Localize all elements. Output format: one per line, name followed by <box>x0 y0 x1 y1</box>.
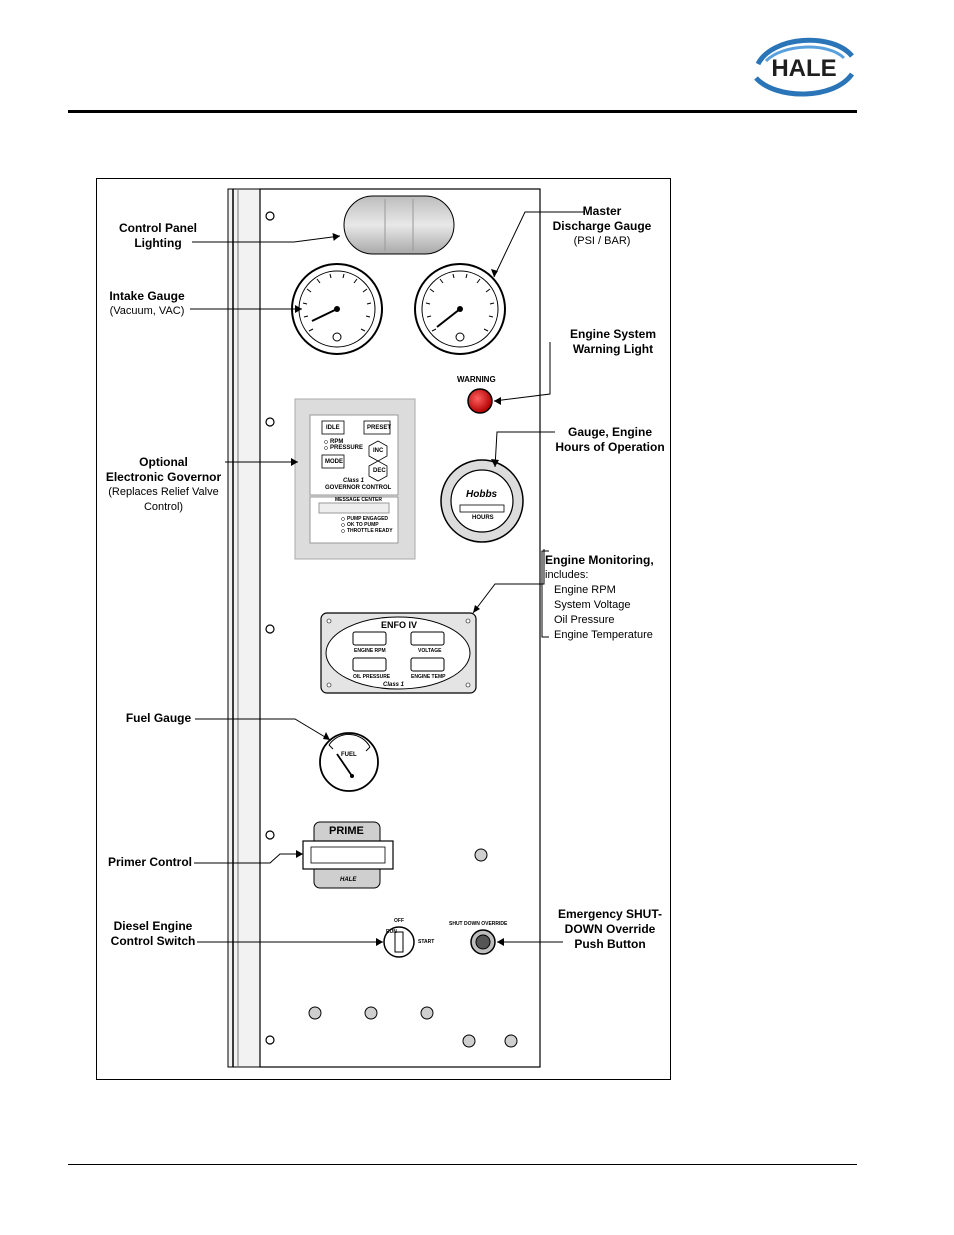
label-engine-monitoring: Engine Monitoring, includes: Engine RPM … <box>545 553 654 641</box>
callout-lines <box>190 211 585 946</box>
governor-pressure: PRESSURE <box>330 445 364 451</box>
governor-rpm: RPM <box>330 439 344 445</box>
panel-light <box>343 195 455 255</box>
shutdown-button-drawing <box>470 929 496 955</box>
logo-text: HALE <box>771 55 836 82</box>
prime-title: PRIME <box>329 825 364 837</box>
governor-dec: DEC <box>373 468 386 474</box>
fuel-gauge-drawing <box>319 732 379 792</box>
label-engine-warning-light: Engine System Warning Light <box>569 327 657 356</box>
enfo-cell-rpm: ENGINE RPM <box>354 648 386 654</box>
label-engine-hours-gauge: Gauge, Engine Hours of Operation <box>555 425 665 454</box>
enfo-cell-oil: OIL PRESSURE <box>353 674 391 680</box>
governor-message-center: MESSAGE CENTER <box>335 497 382 503</box>
prime-brand: HALE <box>340 877 357 883</box>
primer-control-drawing <box>302 821 394 889</box>
governor-preset: PRESET <box>367 425 392 431</box>
discharge-gauge-drawing <box>414 263 506 355</box>
shutdown-override-text: SHUT DOWN OVERRIDE <box>449 921 508 927</box>
fuel-text: FUEL <box>341 752 357 758</box>
label-primer-control: Primer Control <box>107 855 192 869</box>
intake-gauge-drawing <box>291 263 383 355</box>
pump-panel-figure: Control Panel Lighting Master Discharge … <box>96 178 671 1080</box>
governor-led-1: PUMP ENGAGED <box>347 516 389 522</box>
label-control-panel-lighting: Control Panel Lighting <box>118 221 197 250</box>
label-emergency-shutdown: Emergency SHUT- DOWN Override Push Butto… <box>557 907 663 951</box>
governor-brand: Class 1 <box>343 478 365 484</box>
warning-text: WARNING <box>457 375 496 384</box>
governor-control-drawing <box>294 398 416 560</box>
enfo-brand: Class 1 <box>383 682 405 688</box>
hale-logo: HALE <box>752 34 856 98</box>
header-rule <box>68 110 857 113</box>
label-fuel-gauge: Fuel Gauge <box>125 711 192 725</box>
footer-rule <box>68 1164 857 1165</box>
governor-idle: IDLE <box>326 425 340 431</box>
enfo-title: ENFO IV <box>381 620 418 630</box>
switch-run: RUN <box>386 929 397 935</box>
engine-switch-drawing <box>383 926 415 958</box>
warning-light <box>467 388 493 414</box>
enfo-cell-temp: ENGINE TEMP <box>411 674 446 680</box>
panel-drawing <box>190 188 585 1068</box>
governor-title: GOVERNOR CONTROL <box>325 485 392 491</box>
governor-led-2: OK TO PUMP <box>347 522 379 528</box>
switch-start: START <box>418 939 435 945</box>
governor-mode: MODE <box>325 459 343 465</box>
hobbs-meter-drawing <box>440 459 524 543</box>
hobbs-brand: Hobbs <box>466 489 498 500</box>
switch-off: OFF <box>394 918 404 924</box>
governor-inc: INC <box>373 448 384 454</box>
label-intake-gauge: Intake Gauge (Vacuum, VAC) <box>109 289 185 317</box>
enfo-cell-voltage: VOLTAGE <box>418 648 442 654</box>
label-optional-governor: Optional Electronic Governor (Replaces R… <box>105 455 222 513</box>
mounting-holes <box>265 211 275 1045</box>
hobbs-hours: HOURS <box>472 515 494 521</box>
label-master-discharge-gauge: Master Discharge Gauge (PSI / BAR) <box>552 204 652 247</box>
enfo-iv-drawing <box>320 612 477 694</box>
plugs <box>308 848 518 1048</box>
governor-led-3: THROTTLE READY <box>347 528 393 534</box>
label-diesel-switch: Diesel Engine Control Switch <box>110 919 196 948</box>
